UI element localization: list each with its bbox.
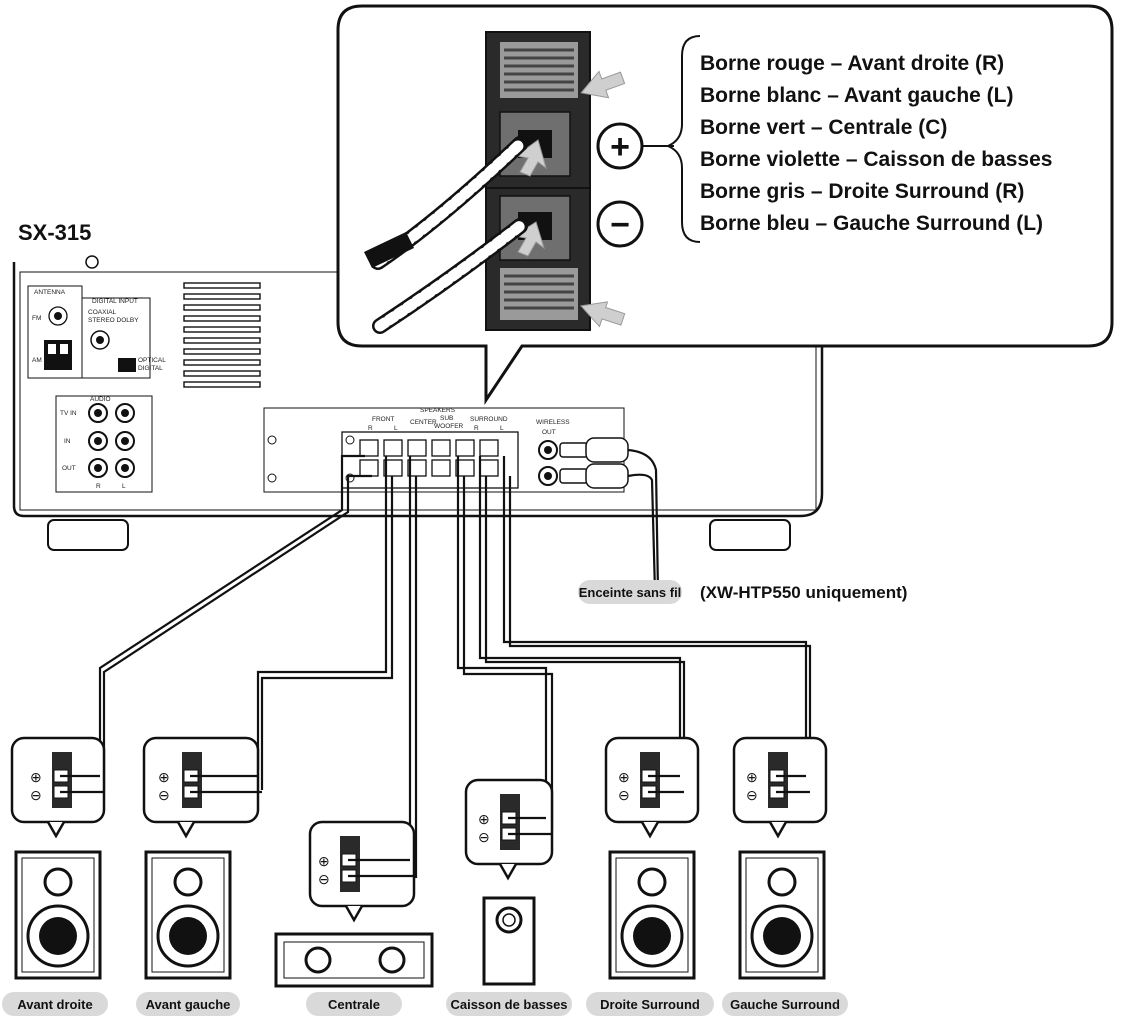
out-label: OUT	[62, 465, 76, 472]
wireless-speaker-callout: Enceinte sans fil (XW-HTP550 uniquement)	[578, 580, 907, 604]
antenna-label: ANTENNA	[34, 289, 66, 296]
fm-label: FM	[32, 315, 41, 322]
terminal-bubble-front-left: ⊕ ⊖	[142, 736, 262, 839]
plus-mark: ⊕	[478, 811, 490, 827]
optical-jack	[118, 358, 136, 372]
terminal-bubble-subwoofer: ⊕ ⊖	[464, 778, 554, 881]
rca-plug-cable	[559, 437, 660, 593]
minus-symbol: −	[610, 206, 630, 244]
speaker-wires-illustration	[364, 136, 528, 334]
legend-red: Borne rouge – Avant droite (R)	[700, 52, 1004, 75]
legend-purple: Borne violette – Caisson de basses	[700, 148, 1052, 171]
surround-label: SURROUND	[470, 416, 508, 423]
plus-mark: ⊕	[746, 769, 758, 785]
front-l-label: L	[394, 425, 398, 432]
woofer-label: WOOFER	[434, 423, 464, 430]
speaker-subwoofer	[482, 896, 536, 986]
surround-l-label: L	[500, 425, 504, 432]
digital-label: DIGITAL	[138, 365, 163, 372]
legend-brace	[665, 35, 701, 243]
screw-icon	[267, 435, 277, 445]
plus-mark: ⊕	[618, 769, 630, 785]
fm-jack-pin	[54, 312, 62, 320]
coaxial-label: COAXIAL	[88, 309, 117, 316]
speaker-label-front-left: Avant gauche	[146, 997, 231, 1012]
digital-input-label: DIGITAL INPUT	[92, 298, 138, 305]
wireless-jack-r-pin	[544, 472, 552, 480]
minus-mark: ⊖	[318, 871, 330, 887]
stereo-dolby-label: STEREO DOLBY	[88, 317, 139, 324]
legend-green: Borne vert – Centrale (C)	[700, 116, 947, 139]
minus-mark: ⊖	[30, 787, 42, 803]
front-label: FRONT	[372, 416, 394, 423]
minus-mark: ⊖	[746, 787, 758, 803]
speaker-surround-left	[738, 850, 826, 980]
wireless-speaker-label: Enceinte sans fil	[579, 585, 682, 600]
wireless-jack-l-pin	[544, 446, 552, 454]
spring-terminal-illustration	[485, 31, 626, 331]
speaker-terminal-bubbles: ⊕ ⊖ ⊕ ⊖ ⊕ ⊖ ⊕	[10, 736, 828, 923]
speaker-label-surround-right: Droite Surround	[600, 997, 700, 1012]
terminal-bubble-surround-left: ⊕ ⊖	[732, 736, 828, 839]
minus-mark: ⊖	[618, 787, 630, 803]
speaker-label-front-right: Avant droite	[17, 997, 92, 1012]
am-terminal-hole-1	[48, 344, 56, 354]
rca-jacks	[88, 403, 135, 478]
wireless-note: (XW-HTP550 uniquement)	[700, 583, 907, 602]
strip-plus-mark	[345, 435, 355, 445]
coaxial-jack-pin	[96, 336, 104, 344]
plus-mark: ⊕	[158, 769, 170, 785]
terminal-bubble-front-right: ⊕ ⊖	[10, 736, 106, 839]
receiver-foot-right	[709, 519, 791, 551]
speaker-front-right	[14, 850, 102, 980]
speaker-surround-right	[608, 850, 696, 980]
plus-symbol: +	[610, 128, 630, 166]
speaker-labels: Avant droite Avant gauche Centrale Caiss…	[2, 992, 848, 1016]
wireless-pill	[578, 580, 682, 604]
center-label: CENTER	[410, 419, 437, 426]
plus-mark: ⊕	[318, 853, 330, 869]
legend-blue: Borne bleu – Gauche Surround (L)	[700, 212, 1043, 235]
am-label: AM	[32, 357, 42, 364]
speaker-cables	[98, 454, 812, 878]
wireless-out-label: OUT	[542, 429, 556, 436]
sub-label: SUB	[440, 415, 453, 422]
legend-grey: Borne gris – Droite Surround (R)	[700, 180, 1024, 203]
speakers-label: SPEAKERS	[420, 407, 456, 414]
in-label: IN	[64, 438, 71, 445]
terminal-bubble-surround-right: ⊕ ⊖	[604, 736, 700, 839]
terminal-bubble-center: ⊕ ⊖	[308, 820, 416, 923]
speaker-illustrations	[14, 850, 826, 988]
terminal-callout: + − Borne rouge – Avant droite (R) Borne…	[336, 4, 1114, 405]
minus-mark: ⊖	[478, 829, 490, 845]
minus-mark: ⊖	[158, 787, 170, 803]
tv-in-label: TV IN	[60, 410, 77, 417]
speaker-label-center: Centrale	[328, 997, 380, 1012]
screw-icon	[267, 473, 277, 483]
audio-block	[55, 395, 153, 493]
legend-white: Borne blanc – Avant gauche (L)	[700, 84, 1014, 107]
vent-grille	[183, 282, 261, 388]
receiver-foot-left	[47, 519, 129, 551]
audio-l-label: L	[122, 483, 126, 490]
plus-mark: ⊕	[30, 769, 42, 785]
minus-icon	[596, 200, 644, 248]
surround-r-label: R	[474, 425, 479, 432]
model-name: SX-315	[18, 220, 91, 245]
wireless-label: WIRELESS	[536, 419, 570, 426]
optical-label: OPTICAL	[138, 357, 166, 364]
am-terminal-hole-2	[60, 344, 68, 354]
speaker-front-left	[144, 850, 232, 980]
speaker-center	[274, 932, 434, 988]
speaker-label-surround-left: Gauche Surround	[730, 997, 840, 1012]
speaker-label-subwoofer: Caisson de basses	[450, 997, 567, 1012]
front-r-label: R	[368, 425, 373, 432]
audio-r-label: R	[96, 483, 101, 490]
receiver-screw	[85, 255, 99, 269]
audio-label: AUDIO	[90, 396, 111, 403]
digital-input-block	[81, 297, 151, 379]
speaker-terminals	[359, 439, 499, 477]
